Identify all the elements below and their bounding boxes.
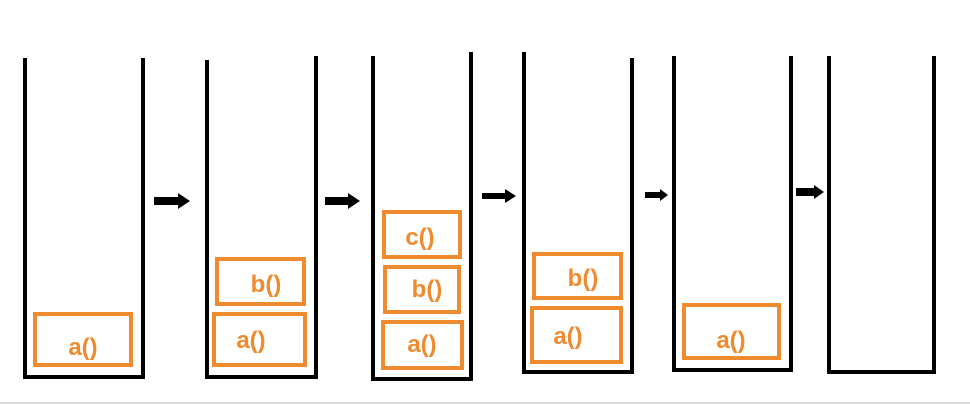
stack-frame-box (532, 252, 623, 300)
stack-2-frame-2: b() (215, 257, 306, 306)
stack-frame-box (530, 306, 623, 364)
right-arrow-icon (154, 193, 190, 209)
stack-3-frame-3: c() (382, 210, 462, 259)
stack-frame-box (382, 210, 462, 259)
stack-3-frame-1: a() (381, 320, 464, 370)
stack-2-frame-1: a() (212, 312, 307, 367)
stack-frame-box (381, 320, 464, 370)
stack-frame-label: a() (553, 323, 582, 350)
stack-frame-label: c() (405, 224, 434, 251)
stack-2-container (205, 56, 318, 379)
stack-frame-label: b() (251, 271, 282, 298)
stack-frame-label: b() (568, 265, 599, 292)
stack-1: a() (23, 58, 145, 379)
stack-6 (827, 56, 936, 374)
right-arrow-icon (645, 189, 668, 201)
stack-4-frame-1: a() (530, 306, 623, 364)
stack-2: a() b() (205, 56, 318, 379)
stack-6-container (827, 56, 936, 374)
stack-4-container (522, 52, 634, 374)
stack-5-frame-1: a() (682, 303, 781, 360)
stack-4: a() b() (522, 52, 634, 374)
stack-1-frame-1: a() (33, 312, 133, 367)
stack-frame-box (383, 265, 461, 314)
stack-4-frame-2: b() (532, 252, 623, 300)
stack-frame-label: a() (68, 334, 97, 361)
stack-3: a() b() c() (371, 52, 473, 381)
stack-frame-box (215, 257, 306, 306)
stack-frame-box (33, 312, 133, 367)
stack-5: a() (672, 56, 793, 372)
stack-frame-box (212, 312, 307, 367)
stack-1-container (23, 58, 145, 379)
right-arrow-icon (796, 185, 824, 199)
stack-frame-label: a() (236, 327, 265, 354)
stack-5-container (672, 56, 793, 372)
stack-3-container (371, 52, 473, 381)
stack-frame-label: a() (407, 331, 436, 358)
stack-frame-label: b() (412, 276, 443, 303)
stack-frame-box (682, 303, 781, 360)
right-arrow-icon (482, 189, 516, 203)
stack-frame-label: a() (716, 327, 745, 354)
right-arrow-icon (325, 193, 360, 209)
stack-3-frame-2: b() (383, 265, 461, 314)
